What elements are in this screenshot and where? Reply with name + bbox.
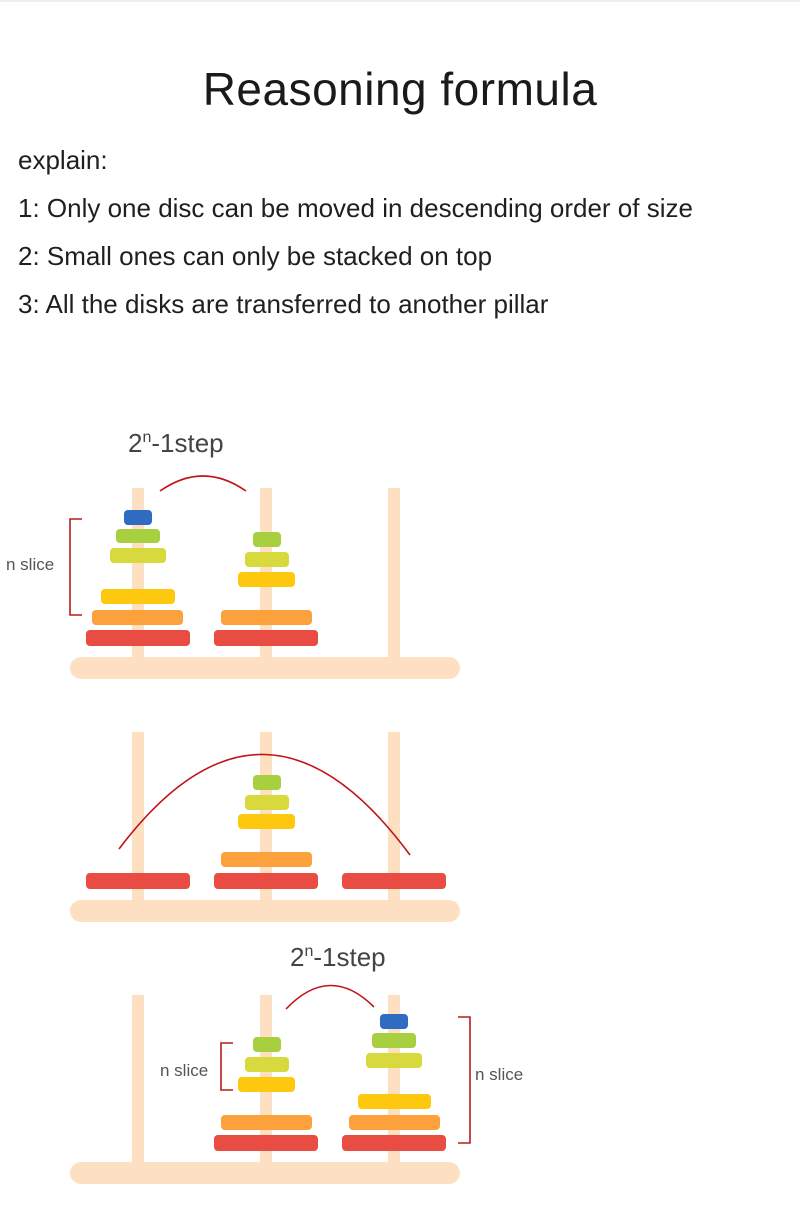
panel-1-move-arc xyxy=(159,475,247,492)
panel-3-mid-disk-orange xyxy=(221,1115,312,1130)
panel-3-right-disk-green xyxy=(372,1033,416,1048)
rule-2: 2: Small ones can only be stacked on top xyxy=(18,241,493,271)
panel-1-step-label: 2n-1step xyxy=(128,428,224,458)
panel-1-slice-bracket xyxy=(69,518,82,616)
top-divider xyxy=(0,0,800,2)
panel-1-mid-disk-red xyxy=(214,630,318,646)
panel-3-left-slice-bracket xyxy=(220,1042,233,1091)
panel-1-disk-red xyxy=(86,630,190,646)
panel-3-mid-disk-yellow xyxy=(238,1077,295,1092)
panel-2-disk-orange xyxy=(221,852,312,867)
panel-1-disk-green xyxy=(116,529,160,543)
panel-1: 2n-1step n slice xyxy=(6,428,460,679)
panel-3-move-arc xyxy=(285,984,375,1010)
panel-3-right-disk-blue xyxy=(380,1014,408,1029)
panel-2-pillar-left xyxy=(132,732,144,912)
panel-1-base xyxy=(70,657,460,679)
panel-2-left-disk-red xyxy=(86,873,190,889)
panel-2 xyxy=(70,732,460,922)
panel-3-step-label: 2n-1step xyxy=(290,942,386,972)
panel-3-right-disk-lime xyxy=(366,1053,422,1068)
panel-1-slice-label: n slice xyxy=(6,555,54,574)
panel-3-base xyxy=(70,1162,460,1184)
panel-2-pillar-right xyxy=(388,732,400,912)
panel-1-disk-yellow xyxy=(101,589,175,604)
panel-3-right-disk-yellow xyxy=(358,1094,431,1109)
panel-2-disk-yellow xyxy=(238,814,295,829)
panel-3-right-disk-orange xyxy=(349,1115,440,1130)
panel-1-mid-disk-orange xyxy=(221,610,312,625)
rule-1: 1: Only one disc can be moved in descend… xyxy=(18,193,693,223)
panel-3-mid-disk-red xyxy=(214,1135,318,1151)
panel-2-disk-green xyxy=(253,775,281,790)
panel-3: 2n-1step n slice n slice xyxy=(70,942,523,1184)
panel-1-pillar-right xyxy=(388,488,400,668)
panel-1-disk-blue xyxy=(124,510,152,525)
panel-3-right-slice-label: n slice xyxy=(475,1065,523,1084)
panel-3-pillar-left xyxy=(132,995,144,1175)
panel-1-mid-disk-yellow xyxy=(238,572,295,587)
panel-1-mid-disk-green xyxy=(253,532,281,547)
panel-1-disk-orange xyxy=(92,610,183,625)
panel-3-right-slice-bracket xyxy=(458,1016,471,1144)
page-title: Reasoning formula xyxy=(202,63,598,115)
panel-2-move-arc xyxy=(118,753,411,856)
panel-1-mid-disk-lime xyxy=(245,552,289,567)
panel-3-right-disk-red xyxy=(342,1135,446,1151)
panel-2-mid-disk-red xyxy=(214,873,318,889)
panel-3-mid-disk-green xyxy=(253,1037,281,1052)
panel-3-mid-disk-lime xyxy=(245,1057,289,1072)
panel-2-right-disk-red xyxy=(342,873,446,889)
rule-3: 3: All the disks are transferred to anot… xyxy=(18,289,549,319)
panel-2-base xyxy=(70,900,460,922)
panel-1-disk-lime xyxy=(110,548,166,563)
panel-3-left-slice-label: n slice xyxy=(160,1061,208,1080)
panel-2-disk-lime xyxy=(245,795,289,810)
explain-label: explain: xyxy=(18,145,108,175)
